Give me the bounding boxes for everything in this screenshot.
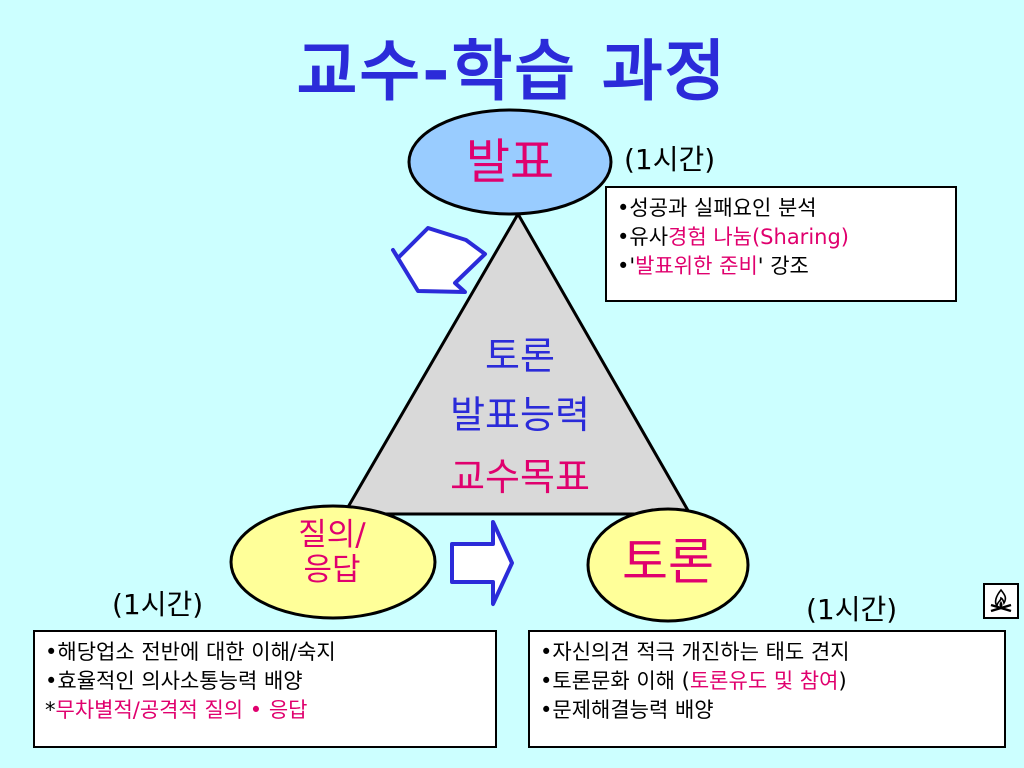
- center-triangle: [341, 210, 693, 516]
- oval-presentation: [407, 108, 613, 216]
- oval-presentation-label: 발표: [465, 134, 555, 190]
- center-text-teaching-goal: 교수목표: [450, 455, 590, 499]
- list-item: •성공과 실패요인 분석: [617, 196, 817, 220]
- oval-discussion-label: 토론: [622, 533, 714, 591]
- time-label-qa: (1시간): [112, 588, 204, 621]
- list-item: •유사경험 나눔(Sharing): [617, 224, 849, 249]
- info-box-discussion: •자신의견 적극 개진하는 태도 견지 •토론문화 이해 (토론유도 및 참여)…: [528, 630, 1006, 748]
- oval-qa: [229, 504, 437, 620]
- list-item: •토론문화 이해 (토론유도 및 참여): [540, 668, 847, 693]
- list-item: *무차별적/공격적 질의 • 응답: [45, 697, 308, 722]
- oval-discussion: [586, 507, 750, 623]
- list-item: •'발표위한 준비' 강조: [617, 253, 809, 278]
- center-text-discussion: 토론: [485, 334, 555, 378]
- oval-qa-label: 질의/ 응답: [232, 518, 432, 587]
- arrow-down-right: [391, 226, 487, 294]
- time-label-presentation: (1시간): [624, 143, 716, 176]
- list-item: •자신의견 적극 개진하는 태도 견지: [540, 640, 850, 664]
- list-item: •해당업소 전반에 대한 이해/숙지: [45, 640, 336, 664]
- arrow-right: [450, 520, 514, 606]
- page-title: 교수-학습 과정: [296, 33, 728, 110]
- oval-qa-label-line1: 질의/: [298, 517, 366, 553]
- time-label-discussion: (1시간): [806, 593, 898, 626]
- center-text-presentation-skill: 발표능력: [450, 393, 590, 437]
- oval-qa-label-line2: 응답: [303, 551, 361, 588]
- info-box-qa: •해당업소 전반에 대한 이해/숙지 •효율적인 의사소통능력 배양 *무차별적…: [33, 630, 497, 748]
- list-item: •문제해결능력 배양: [540, 697, 714, 722]
- info-box-presentation: •성공과 실패요인 분석 •유사경험 나눔(Sharing) •'발표위한 준비…: [605, 186, 957, 302]
- list-item: •효율적인 의사소통능력 배양: [45, 668, 303, 693]
- campfire-icon: [983, 583, 1019, 619]
